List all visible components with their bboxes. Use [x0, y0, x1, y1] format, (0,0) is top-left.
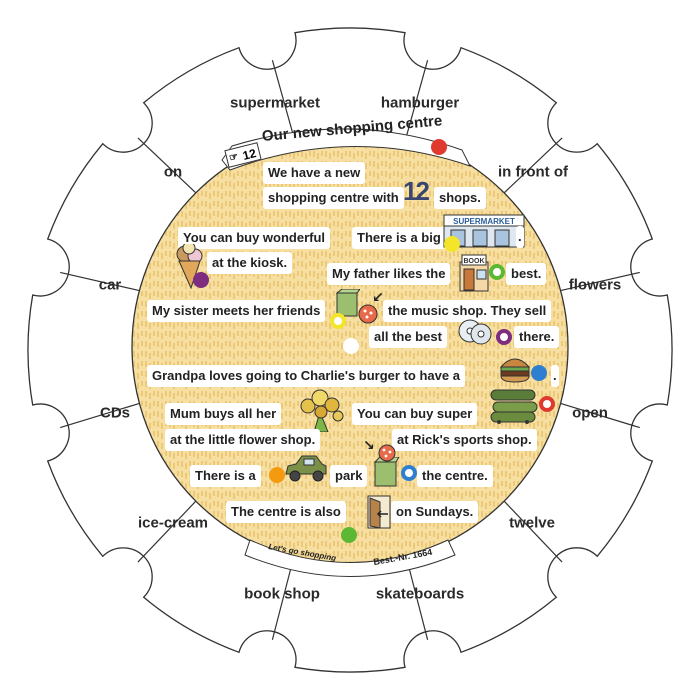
sector-divider-line	[503, 500, 563, 563]
sentence-8-line-2: at Rick's sports shop.	[392, 429, 537, 451]
open-door-picture	[364, 494, 394, 530]
title-number: 12	[241, 146, 258, 163]
ice-cream-picture	[175, 241, 205, 290]
sentence-9-line-3: the centre.	[417, 465, 493, 487]
marker-purple-ring[interactable]	[496, 329, 512, 345]
marker-green-ring[interactable]	[489, 264, 505, 280]
sector-divider-line	[405, 60, 429, 137]
word-flowers[interactable]: flowers	[568, 276, 622, 294]
flowers-picture	[296, 388, 346, 433]
book-sign-text: BOOK	[464, 258, 485, 265]
title-band	[221, 128, 471, 171]
cd-picture	[457, 318, 493, 346]
number-twelve-picture: 12	[403, 176, 430, 206]
arrow-icon-2: ↘	[363, 438, 375, 454]
sector-divider-line	[560, 402, 640, 429]
word-hamburger[interactable]: hamburger	[380, 94, 460, 112]
marker-yellow-ring[interactable]	[330, 313, 346, 329]
sentence-3-line-2: .	[516, 226, 524, 248]
sector-divider-line	[271, 557, 295, 640]
sector-divider-line	[271, 60, 295, 137]
supermarket-sign-text: SUPERMARKET	[453, 217, 515, 226]
sentence-4-line-1: My father likes the	[327, 263, 451, 285]
marker-orange-dot[interactable]	[269, 467, 285, 483]
sentence-5-line-1: My sister meets her friends	[147, 300, 326, 322]
book-shop-picture: BOOK	[458, 254, 490, 292]
sentence-7-line-1: Mum buys all her	[165, 403, 282, 425]
footer-band	[244, 539, 456, 577]
cookie-picture-1	[358, 304, 378, 324]
word-ice-cream[interactable]: ice-cream	[137, 514, 209, 532]
sentence-1-line-2: shopping centre with	[263, 187, 404, 209]
sentence-10-line-1: The centre is also	[226, 501, 346, 523]
word-twelve[interactable]: twelve	[509, 514, 555, 532]
sentence-2-line-2: at the kiosk.	[207, 252, 293, 274]
sentence-5-line-3: all the best	[369, 326, 447, 348]
car-picture	[284, 452, 328, 484]
sentence-7-line-2: at the little flower shop.	[165, 429, 321, 451]
word-book-shop[interactable]: book shop	[244, 585, 320, 603]
sentence-5-line-2: the music shop. They sell	[383, 300, 552, 322]
sentence-9-line-2: park	[330, 465, 368, 487]
skateboards-picture	[489, 388, 539, 424]
sector-divider-line	[405, 557, 429, 640]
marker-green-dot[interactable]	[341, 527, 357, 543]
hamburger-picture	[499, 355, 531, 383]
word-on[interactable]: on	[163, 163, 183, 181]
marker-red-dot[interactable]	[431, 139, 447, 155]
marker-white-dot[interactable]	[343, 338, 359, 354]
word-car[interactable]: car	[98, 276, 122, 294]
music-shop-picture	[335, 288, 361, 317]
marker-blue-dot[interactable]	[531, 365, 547, 381]
sentence-2-line-1: You can buy wonderful	[178, 227, 331, 249]
sector-divider-line	[137, 137, 197, 194]
marker-blue-ring[interactable]	[401, 465, 417, 481]
sector-divider-line	[60, 402, 140, 429]
word-skateboards[interactable]: skateboards	[375, 585, 465, 603]
sector-divider-line	[503, 137, 563, 194]
sentence-8-line-1: You can buy super	[352, 403, 478, 425]
sentence-4-line-2: best.	[506, 263, 547, 285]
arrow-icon-1: ↙	[372, 290, 384, 306]
hand-icon: ☞	[228, 151, 240, 165]
marker-purple-dot[interactable]	[193, 272, 209, 288]
sentence-3-line-1: There is a big	[352, 227, 446, 249]
marker-red-ring[interactable]	[539, 396, 555, 412]
sector-divider-line	[560, 271, 640, 292]
sentence-1-line-1: We have a new	[263, 162, 366, 184]
sentence-10-line-2: on Sundays.	[391, 501, 479, 523]
word-open[interactable]: open	[572, 404, 608, 422]
marker-yellow-dot[interactable]	[444, 236, 460, 252]
word-supermarket[interactable]: supermarket	[229, 94, 321, 112]
sentence-1-line-3: shops.	[434, 187, 486, 209]
sentence-6: Grandpa loves going to Charlie's burger …	[147, 365, 465, 387]
sentence-6-end: .	[551, 365, 559, 387]
sentence-5-line-4: there.	[514, 326, 560, 348]
sector-divider-line	[137, 500, 197, 563]
supermarket-picture: SUPERMARKET	[443, 214, 525, 248]
sentence-9-line-1: There is a	[190, 465, 261, 487]
sector-dividers	[60, 60, 640, 640]
word-in-front-of[interactable]: in front of	[498, 163, 568, 181]
word-cds[interactable]: CDs	[99, 404, 131, 422]
sector-divider-line	[60, 271, 140, 292]
cookie-picture-2	[378, 444, 396, 462]
